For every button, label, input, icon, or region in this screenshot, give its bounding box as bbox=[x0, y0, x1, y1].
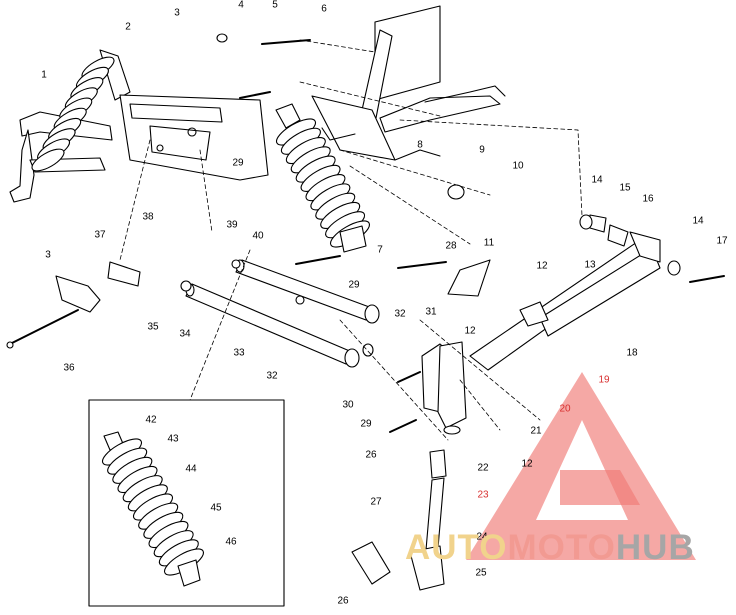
callout-23: 23 bbox=[477, 489, 489, 501]
callout-22: 22 bbox=[477, 462, 489, 474]
callout-17: 17 bbox=[716, 235, 728, 247]
callout-7: 7 bbox=[377, 244, 383, 256]
leader-lines bbox=[119, 39, 583, 441]
callout-26b: 26 bbox=[337, 595, 349, 607]
callout-12b: 12 bbox=[464, 325, 476, 337]
callout-21: 21 bbox=[530, 425, 542, 437]
callout-14b: 14 bbox=[692, 215, 704, 227]
callout-18: 18 bbox=[626, 347, 638, 359]
callout-33: 33 bbox=[233, 347, 245, 359]
callout-11: 11 bbox=[483, 237, 495, 249]
callout-6: 6 bbox=[321, 3, 327, 15]
callout-26: 26 bbox=[365, 449, 377, 461]
watermark-triangle bbox=[466, 372, 696, 560]
callout-12: 12 bbox=[536, 260, 548, 272]
tie-bars bbox=[185, 259, 380, 368]
watermark-text-hub: HUB bbox=[615, 528, 695, 567]
callout-39: 39 bbox=[226, 219, 238, 231]
callout-46: 46 bbox=[225, 536, 237, 548]
callout-15: 15 bbox=[619, 182, 631, 194]
callout-35: 35 bbox=[147, 321, 159, 333]
callout-36: 36 bbox=[63, 362, 75, 374]
spring-coil bbox=[31, 148, 65, 172]
callout-12c: 12 bbox=[521, 458, 533, 470]
callout-30: 30 bbox=[342, 399, 354, 411]
callout-28: 28 bbox=[445, 240, 457, 252]
left-shock-assembly bbox=[9, 49, 269, 203]
callout-43: 43 bbox=[167, 433, 179, 445]
callout-38: 38 bbox=[142, 211, 154, 223]
frame-bracket bbox=[311, 5, 506, 161]
inset-detail-box bbox=[88, 399, 285, 607]
callout-1: 1 bbox=[41, 69, 47, 81]
callout-9: 9 bbox=[479, 144, 485, 156]
watermark-text-moto: MOTO bbox=[507, 528, 616, 567]
watermark-text-auto: AUTO bbox=[405, 528, 508, 567]
callout-13: 13 bbox=[584, 259, 596, 271]
callout-4: 4 bbox=[238, 0, 244, 11]
callout-24: 24 bbox=[476, 531, 488, 543]
watermark-logo: AUTOMOTOHUB bbox=[405, 528, 695, 568]
callout-16: 16 bbox=[642, 193, 654, 205]
callout-45: 45 bbox=[210, 502, 222, 514]
callout-8: 8 bbox=[417, 139, 423, 151]
callout-44: 44 bbox=[185, 463, 197, 475]
callout-20: 20 bbox=[559, 403, 571, 415]
callout-32b: 32 bbox=[266, 370, 278, 382]
callout-19: 19 bbox=[598, 374, 610, 386]
callout-29c: 29 bbox=[360, 418, 372, 430]
callout-32: 32 bbox=[394, 308, 406, 320]
callout-14: 14 bbox=[591, 174, 603, 186]
callout-40: 40 bbox=[252, 230, 264, 242]
callout-25: 25 bbox=[475, 567, 487, 579]
swing-arm bbox=[469, 231, 661, 371]
callout-29b: 29 bbox=[348, 279, 360, 291]
callout-29: 29 bbox=[232, 157, 244, 169]
callout-34: 34 bbox=[179, 328, 191, 340]
callout-10: 10 bbox=[512, 160, 524, 172]
callout-3-lower: 3 bbox=[45, 249, 51, 261]
callout-27: 27 bbox=[370, 496, 382, 508]
callout-5: 5 bbox=[272, 0, 278, 11]
bushings-and-bolts bbox=[6, 33, 725, 585]
callout-31: 31 bbox=[425, 306, 437, 318]
main-shock-absorber bbox=[275, 103, 371, 253]
callout-2: 2 bbox=[125, 21, 131, 33]
callout-42: 42 bbox=[145, 414, 157, 426]
callout-3: 3 bbox=[174, 7, 180, 19]
spindle-assembly bbox=[409, 341, 467, 591]
callout-37: 37 bbox=[94, 229, 106, 241]
